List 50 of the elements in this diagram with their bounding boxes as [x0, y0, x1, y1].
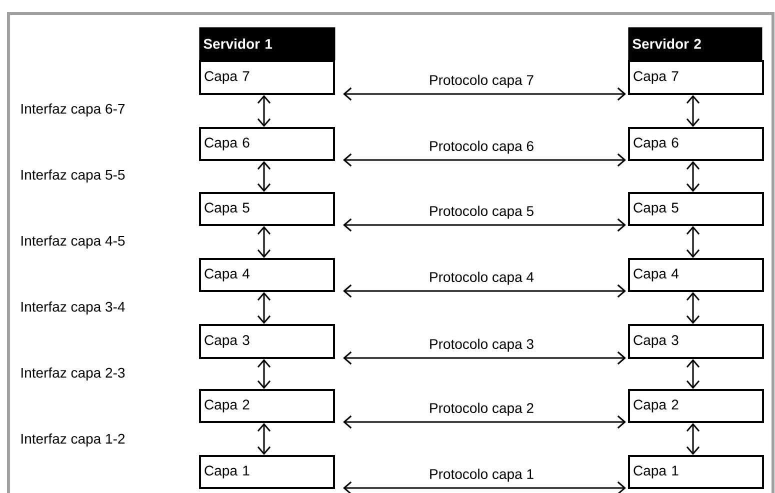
- header-box: Servidor 2: [628, 27, 762, 60]
- double-arrow: [343, 351, 626, 365]
- double-arrow: [257, 161, 271, 192]
- interface-label: Interfaz capa 5-5: [22, 169, 125, 182]
- double-arrow: [343, 153, 626, 167]
- double-arrow: [257, 95, 271, 127]
- double-arrow: [686, 226, 700, 258]
- layer-box: Capa 5: [199, 192, 335, 226]
- layer-box: Capa 3: [199, 324, 335, 359]
- interface-label: Interfaz capa 4-5: [22, 235, 125, 248]
- double-arrow: [257, 226, 271, 258]
- layer-box: Capa 7: [628, 60, 764, 95]
- double-arrow: [257, 359, 271, 389]
- header-box: Servidor 1: [199, 27, 336, 60]
- layer-box: Capa 1: [628, 455, 764, 489]
- double-arrow: [343, 87, 626, 101]
- double-arrow: [686, 161, 700, 192]
- double-arrow: [686, 95, 700, 127]
- node-label: Servidor 1: [204, 38, 272, 49]
- edge-label: Protocolo capa 4: [430, 272, 534, 285]
- layer-box: Capa 4: [628, 258, 764, 292]
- layer-box: Capa 6: [628, 127, 764, 161]
- layer-box: Capa 6: [199, 127, 335, 161]
- double-arrow: [257, 423, 271, 455]
- layer-box: Capa 4: [199, 258, 335, 292]
- layer-box: Capa 5: [628, 192, 764, 226]
- edge-label: Protocolo capa 5: [430, 206, 534, 219]
- layer-box: Capa 2: [628, 389, 764, 423]
- edge-label: Protocolo capa 1: [430, 468, 534, 482]
- interface-label: Interfaz capa 3-4: [22, 301, 125, 314]
- double-arrow: [343, 284, 626, 298]
- edge-label: Protocolo capa 3: [430, 338, 534, 352]
- interface-label: Interfaz capa 6-7: [22, 103, 125, 116]
- edge-label: Protocolo capa 7: [430, 74, 534, 88]
- layer-box: Capa 3: [628, 324, 764, 359]
- double-arrow: [686, 423, 700, 455]
- double-arrow: [257, 292, 271, 324]
- edge-label: Protocolo capa 2: [430, 402, 534, 416]
- double-arrow: [686, 292, 700, 324]
- edge-label: Protocolo capa 6: [430, 140, 534, 154]
- layer-box: Capa 1: [199, 455, 335, 489]
- interface-label: Interfaz capa 1-2: [22, 433, 125, 447]
- double-arrow: [343, 481, 626, 493]
- layer-box: Capa 7: [199, 60, 335, 95]
- double-arrow: [343, 415, 626, 429]
- interface-label: Interfaz capa 2-3: [22, 367, 125, 381]
- double-arrow: [343, 218, 626, 232]
- double-arrow: [686, 359, 700, 389]
- layer-box: Capa 2: [199, 389, 335, 423]
- node-label: Servidor 2: [632, 38, 701, 49]
